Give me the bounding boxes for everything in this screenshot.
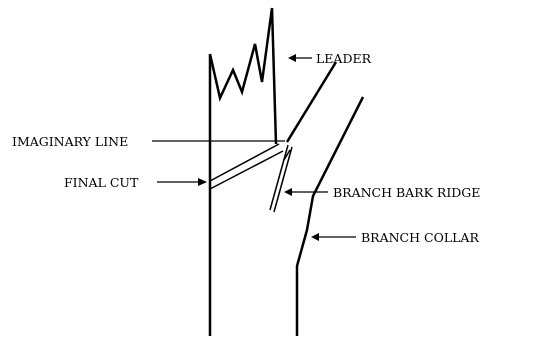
final-cut-arrowhead (198, 178, 207, 186)
final-cut-line-lower (209, 150, 284, 190)
branch-bark-ridge-label: BRANCH BARK RIDGE (333, 185, 480, 200)
branch-lower-edge (295, 96, 365, 336)
leader-arrowhead (288, 54, 296, 62)
final-cut-label: FINAL CUT (64, 175, 139, 190)
leader-jagged-top (208, 7, 278, 145)
branch-bark-ridge-arrowhead (284, 188, 292, 196)
branch-bark-ridge-mark (269, 144, 293, 213)
branch-upper-edge (285, 61, 338, 143)
imaginary-line-label: IMAGINARY LINE (12, 134, 128, 149)
final-cut-line-upper (209, 143, 280, 182)
branch-collar-arrowhead (311, 233, 319, 241)
branch-collar-label: BRANCH COLLAR (361, 230, 479, 245)
leader-label: LEADER (316, 51, 372, 66)
